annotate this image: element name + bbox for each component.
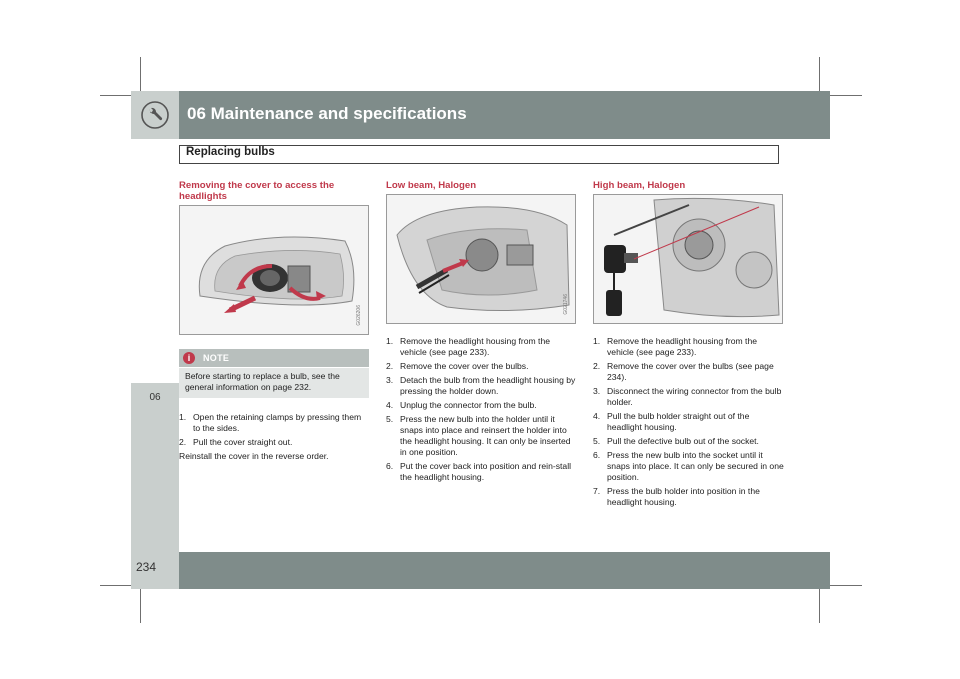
figure-code: G026206 <box>356 305 362 326</box>
info-icon: i <box>183 352 195 364</box>
list-item: 5.Pull the defective bulb out of the soc… <box>593 436 759 446</box>
note-header: i NOTE <box>179 349 369 368</box>
figure-code: G021746 <box>563 294 569 315</box>
low-beam-illustration <box>387 195 575 323</box>
headlight-cover-illustration <box>180 206 368 334</box>
section-title: Replacing bulbs <box>186 146 275 158</box>
crop-mark <box>819 565 820 623</box>
high-beam-heading: High beam, Halogen <box>593 180 686 191</box>
list-item: 2.Remove the cover over the bulbs. <box>386 361 529 371</box>
column-cover: Removing the cover to access the headlig… <box>179 180 369 462</box>
side-tab-label: 06 <box>149 392 161 403</box>
list-item: 4.Pull the bulb holder straight out of t… <box>593 411 750 432</box>
list-item: 3.Detach the bulb from the headlight hou… <box>386 375 576 396</box>
list-item: 1.Remove the headlight housing from the … <box>386 336 551 357</box>
page-number: 234 <box>136 560 157 574</box>
crop-mark <box>819 57 820 115</box>
low-beam-heading: Low beam, Halogen <box>386 180 477 191</box>
column-high-beam: High beam, Halogen 1.Remove the headligh… <box>593 180 785 511</box>
cover-figure: G026206 <box>179 205 369 335</box>
low-beam-figure: G021746 <box>386 194 576 324</box>
list-item: 5.Press the new bulb into the holder unt… <box>386 414 571 457</box>
cover-steps: 1.Open the retaining clamps by pressing … <box>179 412 369 448</box>
column-low-beam: Low beam, Halogen G021746 1.Remove the h… <box>386 180 576 486</box>
list-item: 7.Press the bulb holder into position in… <box>593 486 760 507</box>
list-item: 3.Disconnect the wiring connector from t… <box>593 386 782 407</box>
note-box: i NOTE Before starting to replace a bulb… <box>179 349 369 398</box>
chapter-title: 06 Maintenance and specifications <box>187 104 467 123</box>
crop-mark <box>800 95 862 96</box>
chapter-header-band <box>131 91 830 139</box>
footer-page-box <box>131 552 179 589</box>
footer-band <box>131 552 830 589</box>
closing-text: Reinstall the cover in the reverse order… <box>179 451 329 461</box>
crop-mark <box>140 565 141 623</box>
crop-mark <box>800 585 862 586</box>
chapter-side-tab <box>131 383 179 552</box>
note-text: Before starting to replace a bulb, see t… <box>185 371 340 392</box>
cover-heading: Removing the cover to access the headlig… <box>179 180 335 202</box>
crop-mark <box>140 57 141 115</box>
list-item: 2.Pull the cover straight out. <box>179 437 293 447</box>
wrench-icon <box>141 101 169 129</box>
note-title: NOTE <box>203 353 230 363</box>
section-bar <box>179 145 779 164</box>
list-item: 1.Open the retaining clamps by pressing … <box>179 412 362 433</box>
high-beam-steps: 1.Remove the headlight housing from the … <box>593 336 785 508</box>
list-item: 1.Remove the headlight housing from the … <box>593 336 758 357</box>
high-beam-figure <box>593 194 783 324</box>
high-beam-illustration <box>594 195 782 323</box>
list-item: 6.Put the cover back into position and r… <box>386 461 572 482</box>
list-item: 2.Remove the cover over the bulbs (see p… <box>593 361 774 382</box>
list-item: 4.Unplug the connector from the bulb. <box>386 400 537 410</box>
list-item: 6.Press the new bulb into the socket unt… <box>593 450 784 482</box>
low-beam-steps: 1.Remove the headlight housing from the … <box>386 336 576 483</box>
